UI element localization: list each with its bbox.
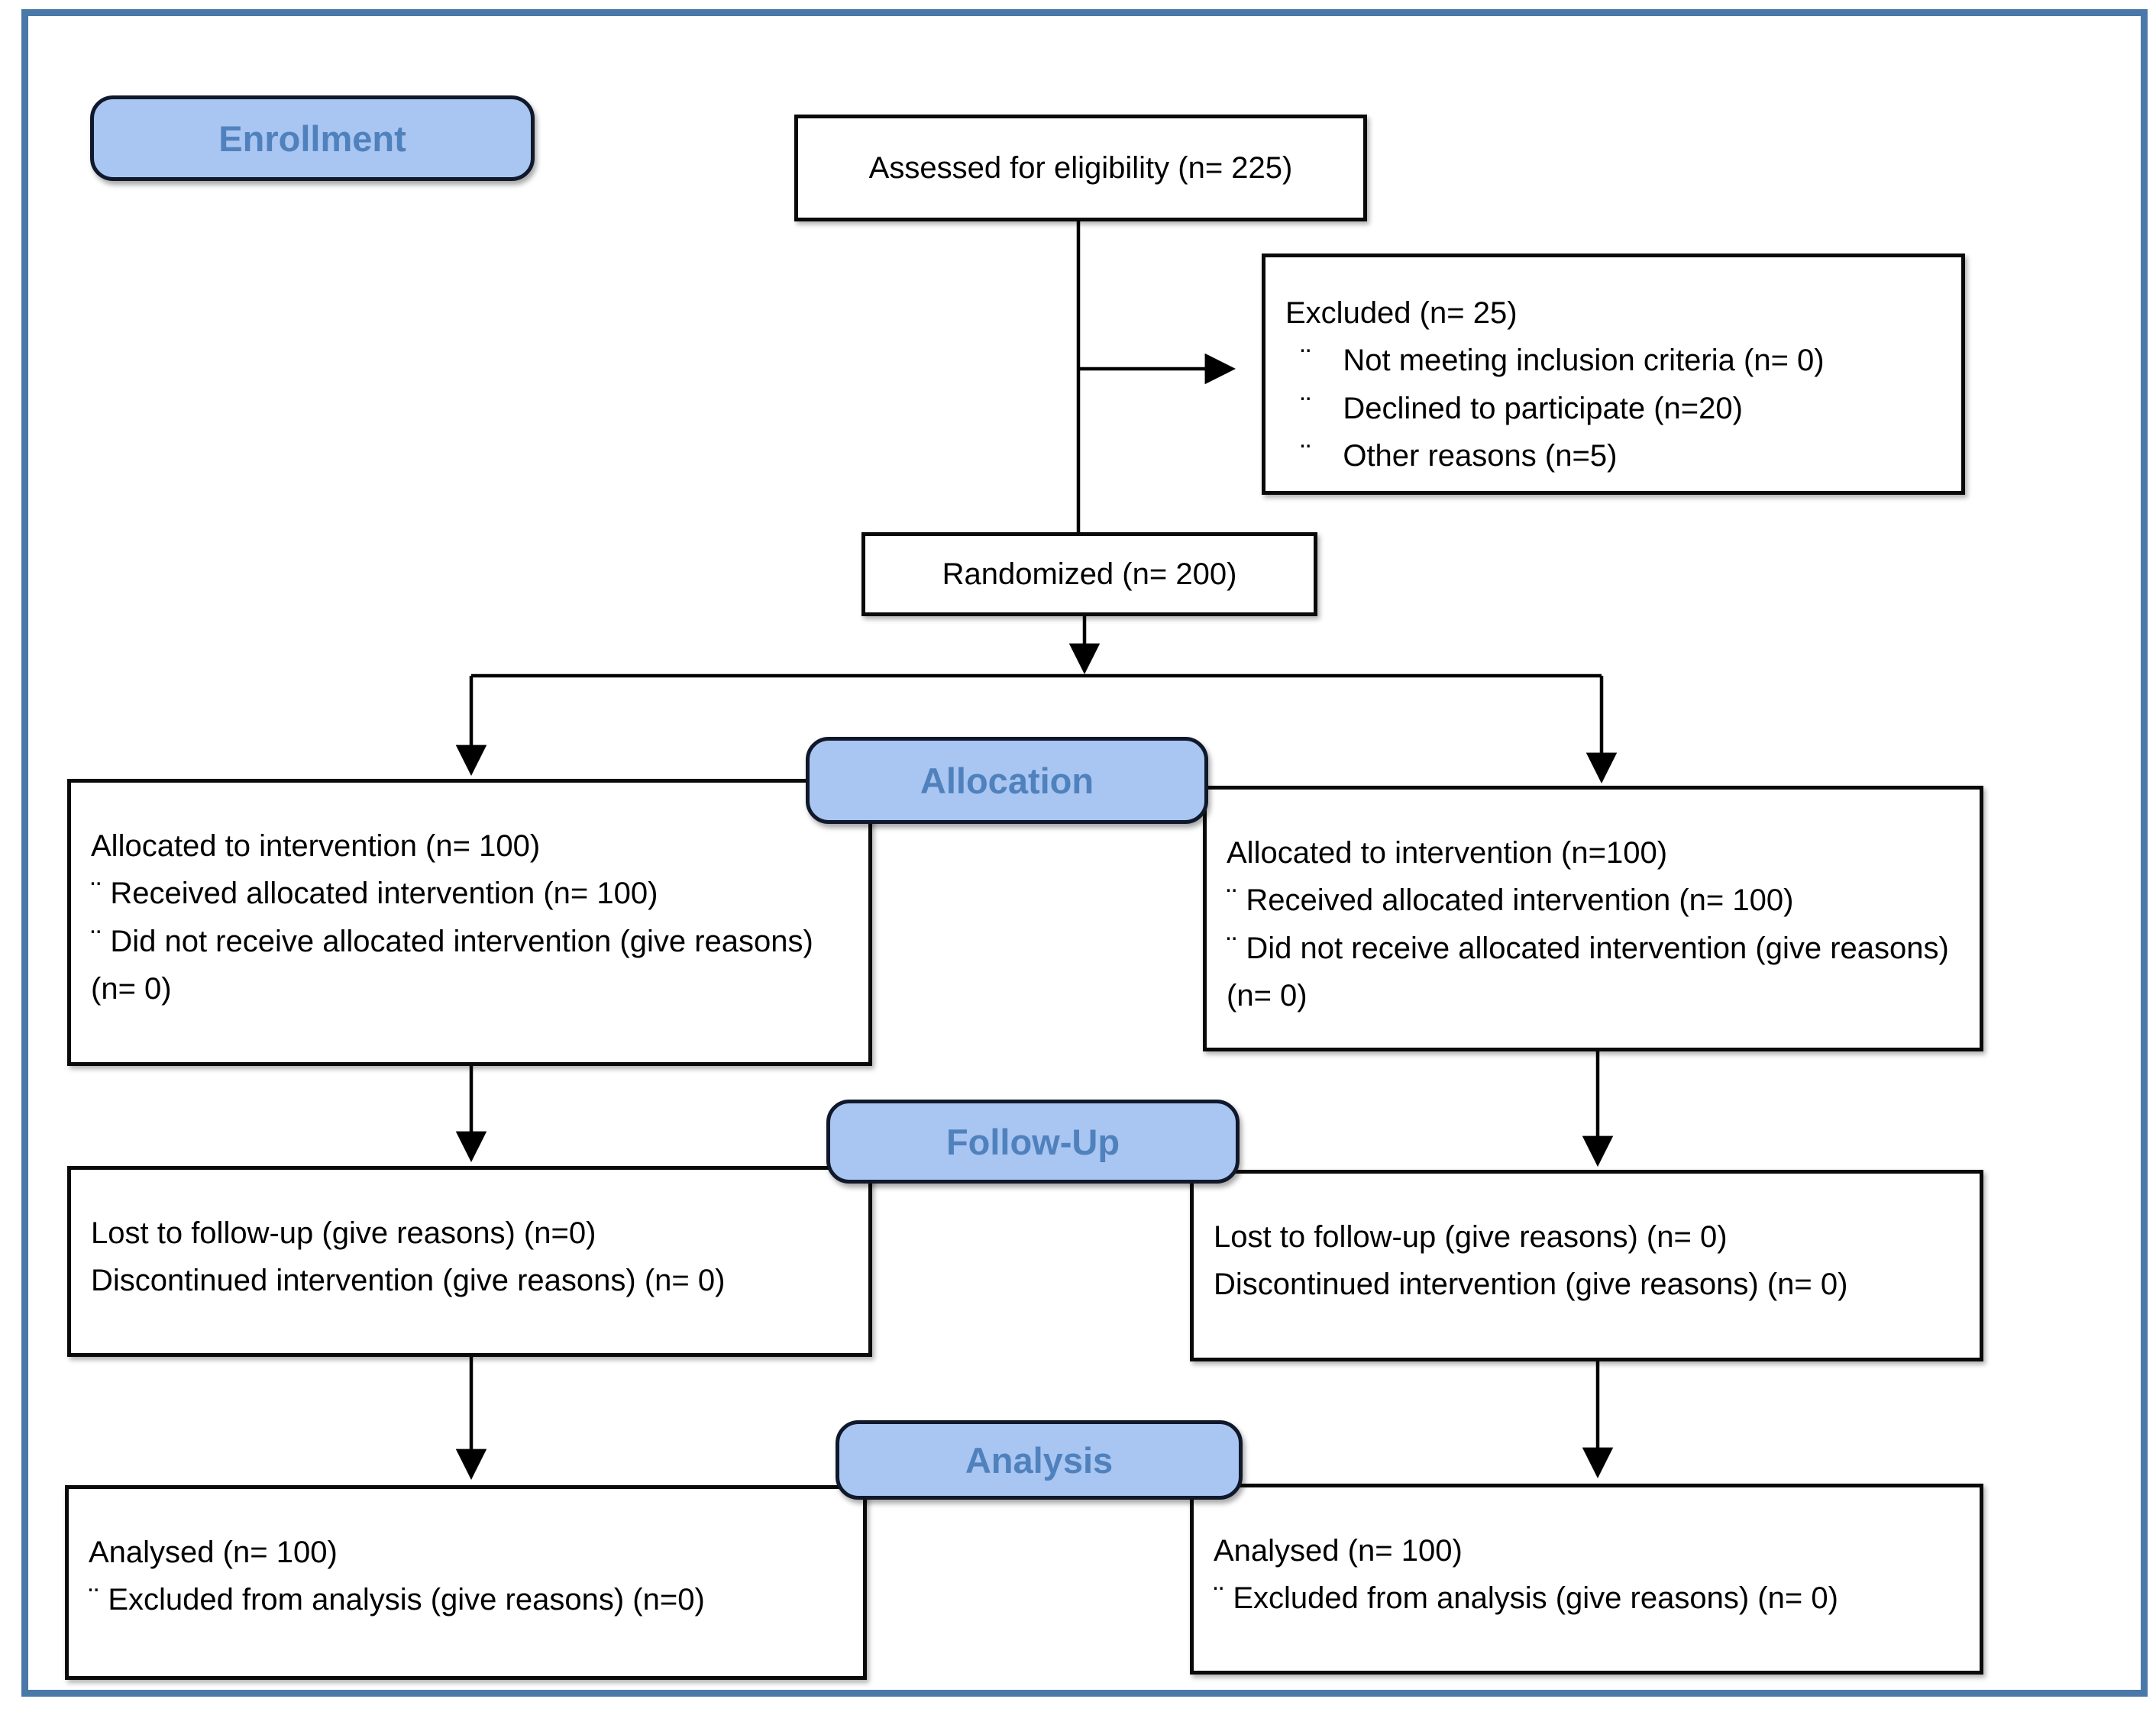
allocation-right-item: ¨Received allocated intervention (n= 100… xyxy=(1227,877,1958,924)
analysis-left-item: ¨Excluded from analysis (give reasons) (… xyxy=(89,1576,842,1623)
analysis-right-box: Analysed (n= 100) ¨Excluded from analysi… xyxy=(1190,1484,1983,1675)
bullet-marker: ¨ xyxy=(1227,883,1237,918)
bullet-marker: ¨ xyxy=(91,877,102,911)
analysis-right-item: ¨Excluded from analysis (give reasons) (… xyxy=(1214,1575,1958,1622)
bullet-marker: ¨ xyxy=(91,924,102,958)
allocation-right-title: Allocated to intervention (n=100) xyxy=(1227,836,1668,870)
stage-label-enrollment: Enrollment xyxy=(90,95,535,181)
excluded-item: ¨Not meeting inclusion criteria (n= 0) xyxy=(1285,337,1940,384)
bullet-marker: ¨ xyxy=(1301,344,1311,378)
allocation-left-box: Allocated to intervention (n= 100) ¨Rece… xyxy=(67,779,872,1066)
followup-left-box: Lost to follow-up (give reasons) (n=0) D… xyxy=(67,1166,872,1357)
excluded-item: ¨Other reasons (n=5) xyxy=(1285,432,1940,480)
page-border xyxy=(21,9,2148,1697)
assessed-text: Assessed for eligibility (n= 225) xyxy=(868,150,1293,185)
excluded-box: Excluded (n= 25) ¨Not meeting inclusion … xyxy=(1262,254,1965,495)
followup-right-box: Lost to follow-up (give reasons) (n= 0) … xyxy=(1190,1170,1983,1361)
bullet-marker: ¨ xyxy=(1227,931,1237,965)
followup-left-line: Discontinued intervention (give reasons)… xyxy=(91,1264,726,1298)
allocation-right-box: Allocated to intervention (n=100) ¨Recei… xyxy=(1203,786,1983,1051)
stage-label-followup: Follow-Up xyxy=(826,1100,1240,1184)
followup-left-line: Lost to follow-up (give reasons) (n=0) xyxy=(91,1216,596,1250)
analysis-left-box: Analysed (n= 100) ¨Excluded from analysi… xyxy=(65,1485,867,1680)
followup-right-line: Discontinued intervention (give reasons)… xyxy=(1214,1268,1848,1302)
randomized-box: Randomized (n= 200) xyxy=(861,532,1317,616)
bullet-marker: ¨ xyxy=(1214,1581,1224,1616)
assessed-for-eligibility-box: Assessed for eligibility (n= 225) xyxy=(794,115,1367,221)
allocation-left-title: Allocated to intervention (n= 100) xyxy=(91,829,541,863)
stage-label-allocation: Allocation xyxy=(806,737,1208,824)
allocation-left-item: ¨Did not receive allocated intervention … xyxy=(91,918,847,1013)
randomized-text: Randomized (n= 200) xyxy=(942,557,1237,591)
followup-right-line: Lost to follow-up (give reasons) (n= 0) xyxy=(1214,1220,1728,1254)
stage-label-analysis: Analysis xyxy=(836,1420,1243,1500)
excluded-title: Excluded (n= 25) xyxy=(1285,296,1518,330)
allocation-right-item: ¨Did not receive allocated intervention … xyxy=(1227,925,1958,1020)
bullet-marker: ¨ xyxy=(89,1583,99,1617)
analysis-left-title: Analysed (n= 100) xyxy=(89,1536,338,1569)
bullet-marker: ¨ xyxy=(1301,439,1311,473)
analysis-right-title: Analysed (n= 100) xyxy=(1214,1534,1463,1568)
allocation-left-item: ¨Received allocated intervention (n= 100… xyxy=(91,870,847,917)
bullet-marker: ¨ xyxy=(1301,391,1311,425)
excluded-item: ¨Declined to participate (n=20) xyxy=(1285,385,1940,432)
